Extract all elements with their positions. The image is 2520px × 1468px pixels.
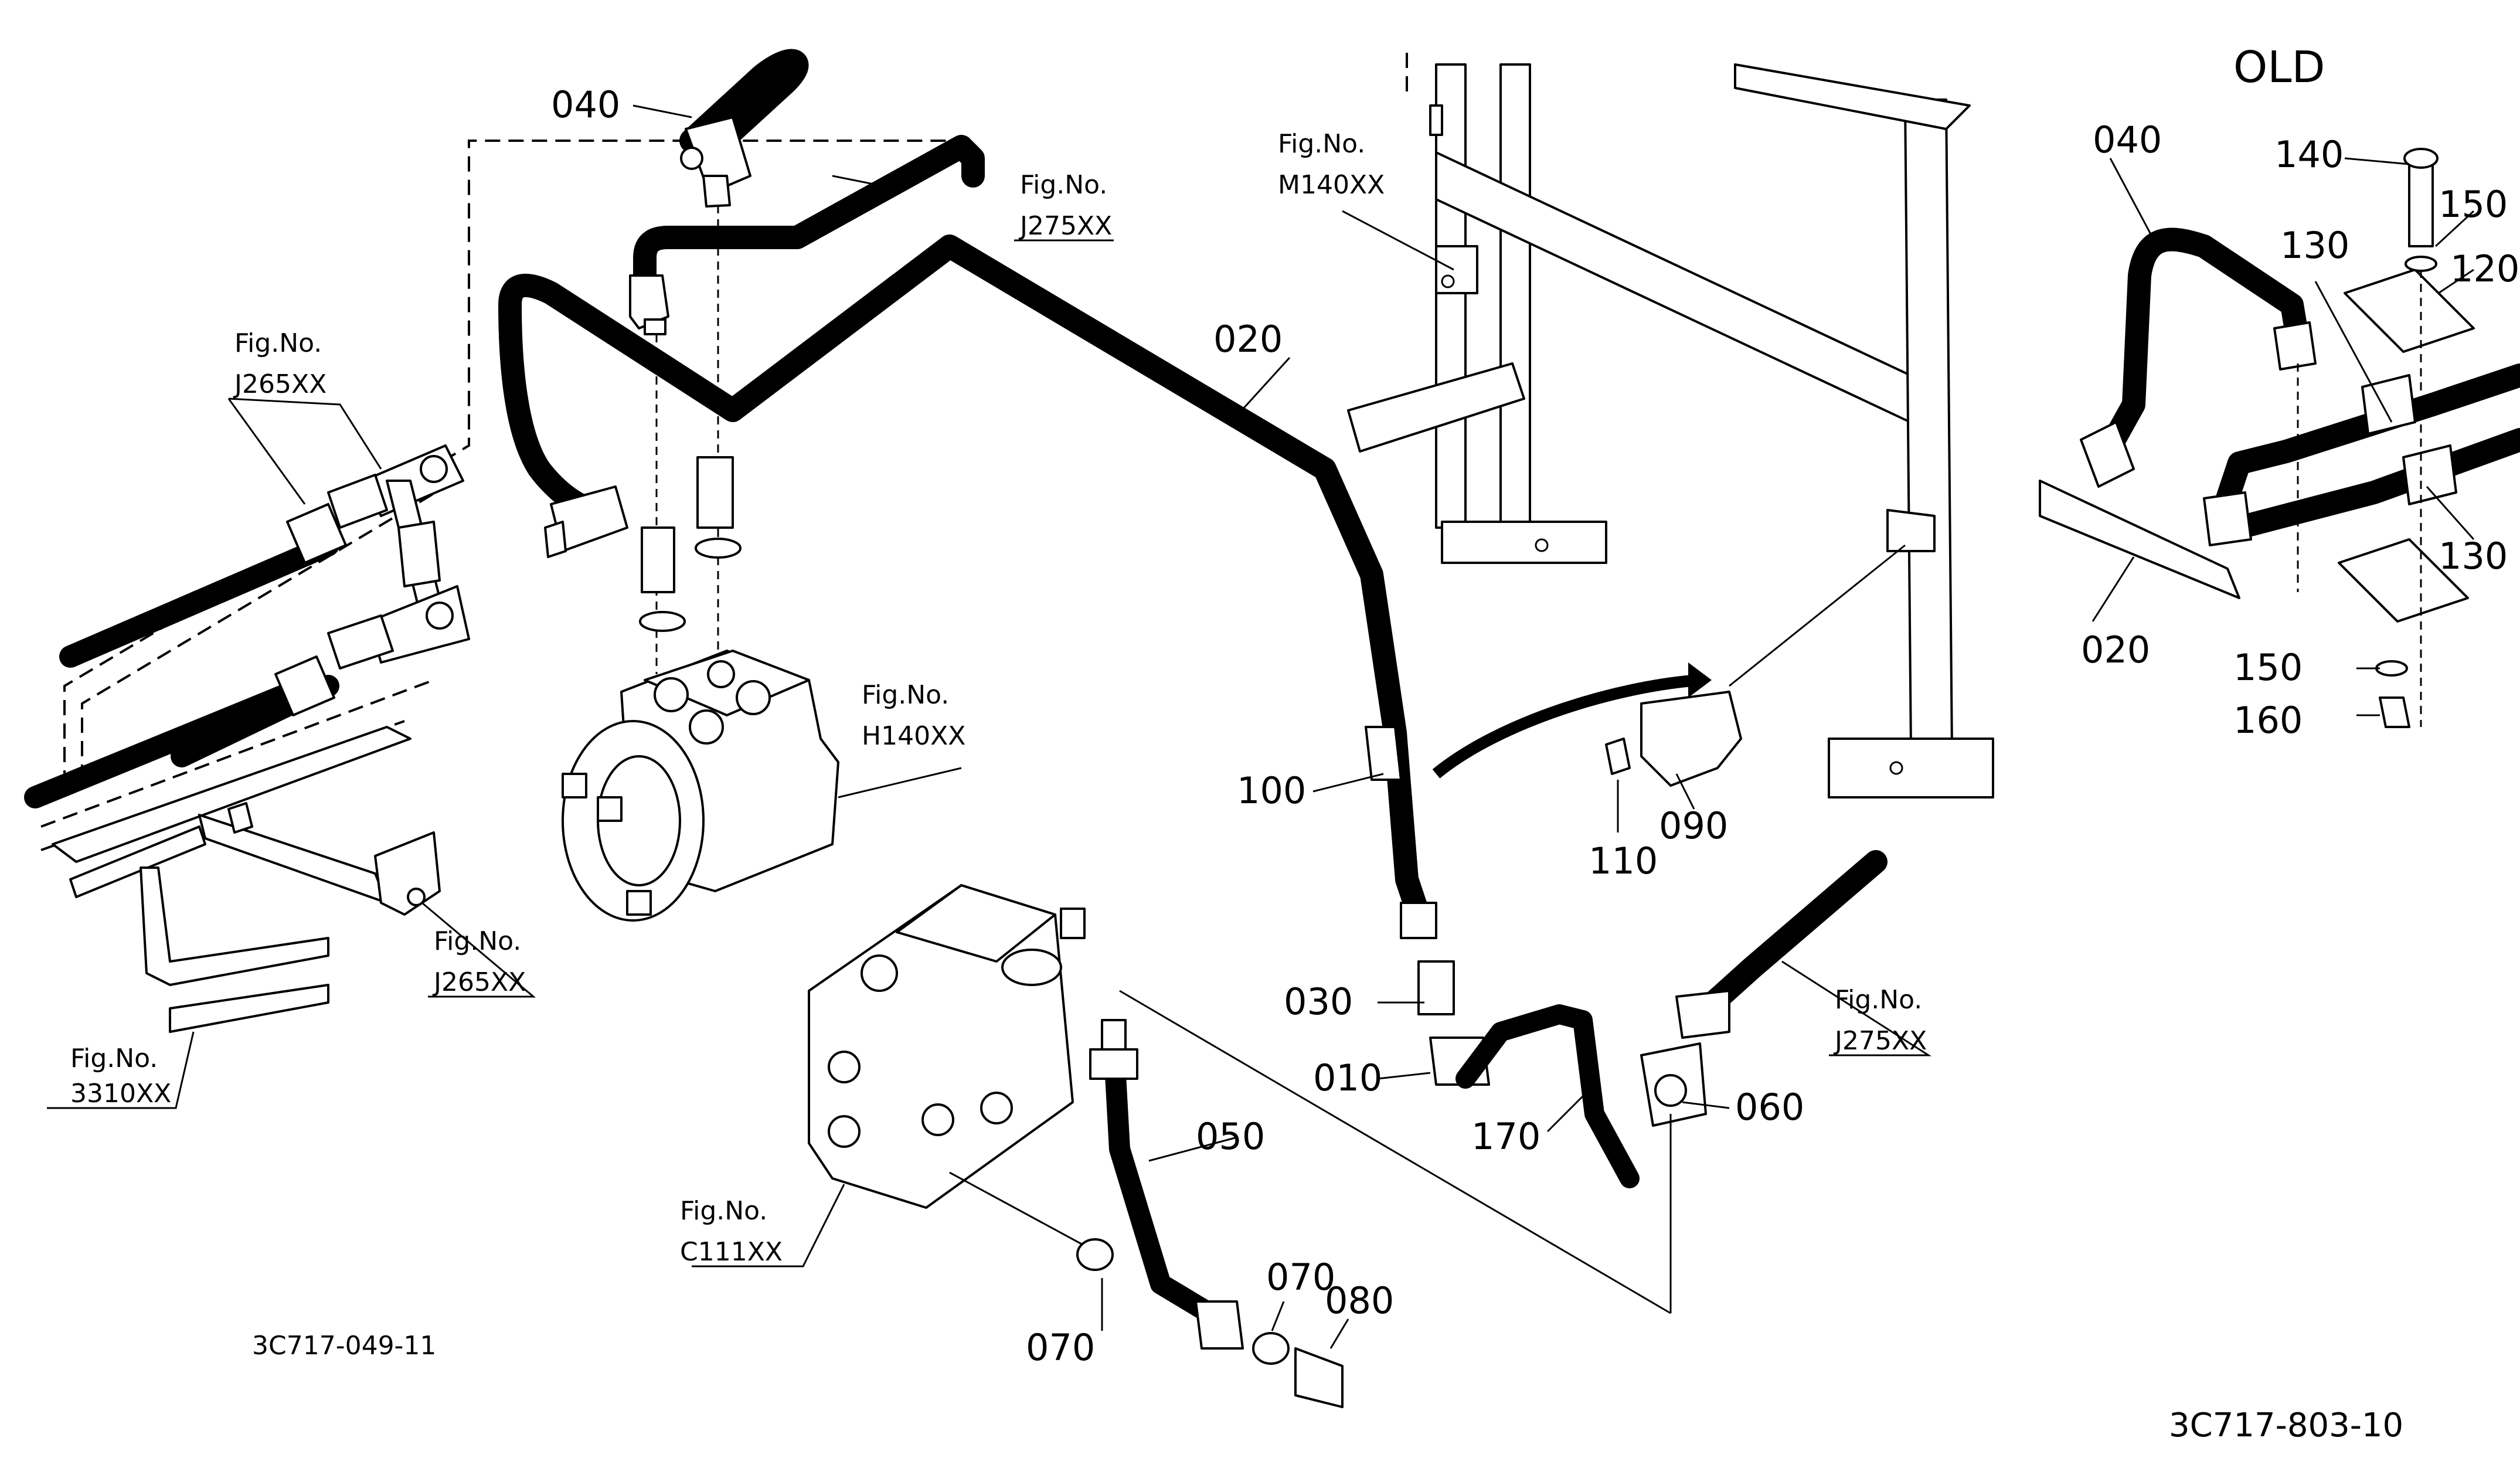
frame-m140 <box>1347 53 1994 798</box>
label-100: 100 <box>1237 769 1306 812</box>
label-090: 090 <box>1659 804 1728 847</box>
label-020: 020 <box>1213 318 1283 361</box>
fig-ref-prefix: Fig.No. <box>1835 985 1922 1015</box>
fig-ref-j275-top[interactable]: Fig.No. J275XX <box>1018 170 1112 241</box>
label-old-160: 160 <box>2233 699 2303 742</box>
fig-ref-h140[interactable]: Fig.No. H140XX <box>862 680 965 751</box>
fig-ref-prefix: Fig.No. <box>680 1196 767 1226</box>
label-070-right: 070 <box>1266 1256 1335 1299</box>
fig-ref-3310[interactable]: Fig.No. 3310XX <box>70 1044 171 1109</box>
label-old-140: 140 <box>2274 133 2344 176</box>
fig-ref-code: J265XX <box>233 369 327 399</box>
fig-ref-j265-left[interactable]: Fig.No. J265XX <box>233 328 327 399</box>
fig-ref-j265-bottom[interactable]: Fig.No. J265XX <box>432 926 526 997</box>
label-old-150-top: 150 <box>2439 183 2508 226</box>
fig-ref-code: J275XX <box>1018 211 1112 241</box>
label-070-left: 070 <box>1026 1326 1095 1369</box>
steering-unit-h140 <box>562 650 839 922</box>
drawing-code-right: 3C717-803-10 <box>2169 1406 2403 1445</box>
leader-lines <box>47 104 2475 1349</box>
fig-ref-code: M140XX <box>1278 170 1385 200</box>
label-110: 110 <box>1589 840 1658 882</box>
valve-c111 <box>808 884 1091 1250</box>
old-title: OLD <box>2233 42 2325 93</box>
figure-references: Fig.No. J275XX Fig.No. M140XX Fig.No. J2… <box>70 129 1927 1267</box>
fig-ref-prefix: Fig.No. <box>434 926 521 956</box>
fig-ref-prefix: Fig.No. <box>862 680 949 710</box>
fig-ref-prefix: Fig.No. <box>70 1044 158 1073</box>
part-020-pipe <box>498 235 1430 926</box>
fig-ref-prefix: Fig.No. <box>234 328 322 358</box>
label-old-020: 020 <box>2081 628 2150 671</box>
frame-assembly-left <box>40 140 974 1033</box>
pipe-j265-group <box>24 444 470 808</box>
part-050-pipe <box>1076 990 1671 1408</box>
part-labels: 040 020 100 030 010 170 060 050 070 070 … <box>551 42 2519 1369</box>
part-040-pipe <box>679 49 809 662</box>
label-010: 010 <box>1313 1056 1382 1099</box>
lower-pipe-assembly <box>1365 726 1888 1313</box>
label-old-040: 040 <box>2093 118 2162 161</box>
fittings-stack <box>639 456 742 632</box>
label-080: 080 <box>1325 1279 1394 1322</box>
label-old-120: 120 <box>2450 247 2519 290</box>
fig-ref-code: H140XX <box>862 721 965 751</box>
label-170: 170 <box>1471 1115 1540 1158</box>
label-030: 030 <box>1284 980 1353 1023</box>
label-old-130-top: 130 <box>2280 224 2349 267</box>
fig-ref-m140[interactable]: Fig.No. M140XX <box>1278 129 1385 200</box>
label-old-150-bottom: 150 <box>2233 646 2303 689</box>
label-050: 050 <box>1196 1115 1265 1158</box>
fig-ref-code: C111XX <box>680 1237 783 1267</box>
label-040: 040 <box>551 83 620 126</box>
label-old-130-bottom: 130 <box>2439 535 2508 577</box>
fig-ref-prefix: Fig.No. <box>1020 170 1107 200</box>
label-060: 060 <box>1735 1086 1804 1129</box>
drawing-code-left: 3C717-049-11 <box>252 1331 436 1361</box>
pipe-j275-upper <box>629 135 985 674</box>
fig-ref-prefix: Fig.No. <box>1278 129 1365 159</box>
fig-ref-j275-right[interactable]: Fig.No. J275XX <box>1833 985 1927 1056</box>
part-090-bracket <box>1432 662 1742 787</box>
fig-ref-code: J265XX <box>432 967 526 997</box>
fig-ref-c111[interactable]: Fig.No. C111XX <box>680 1196 783 1267</box>
old-assembly <box>2039 148 2520 728</box>
fig-ref-code: 3310XX <box>70 1079 171 1109</box>
fig-ref-code: J275XX <box>1833 1026 1927 1056</box>
